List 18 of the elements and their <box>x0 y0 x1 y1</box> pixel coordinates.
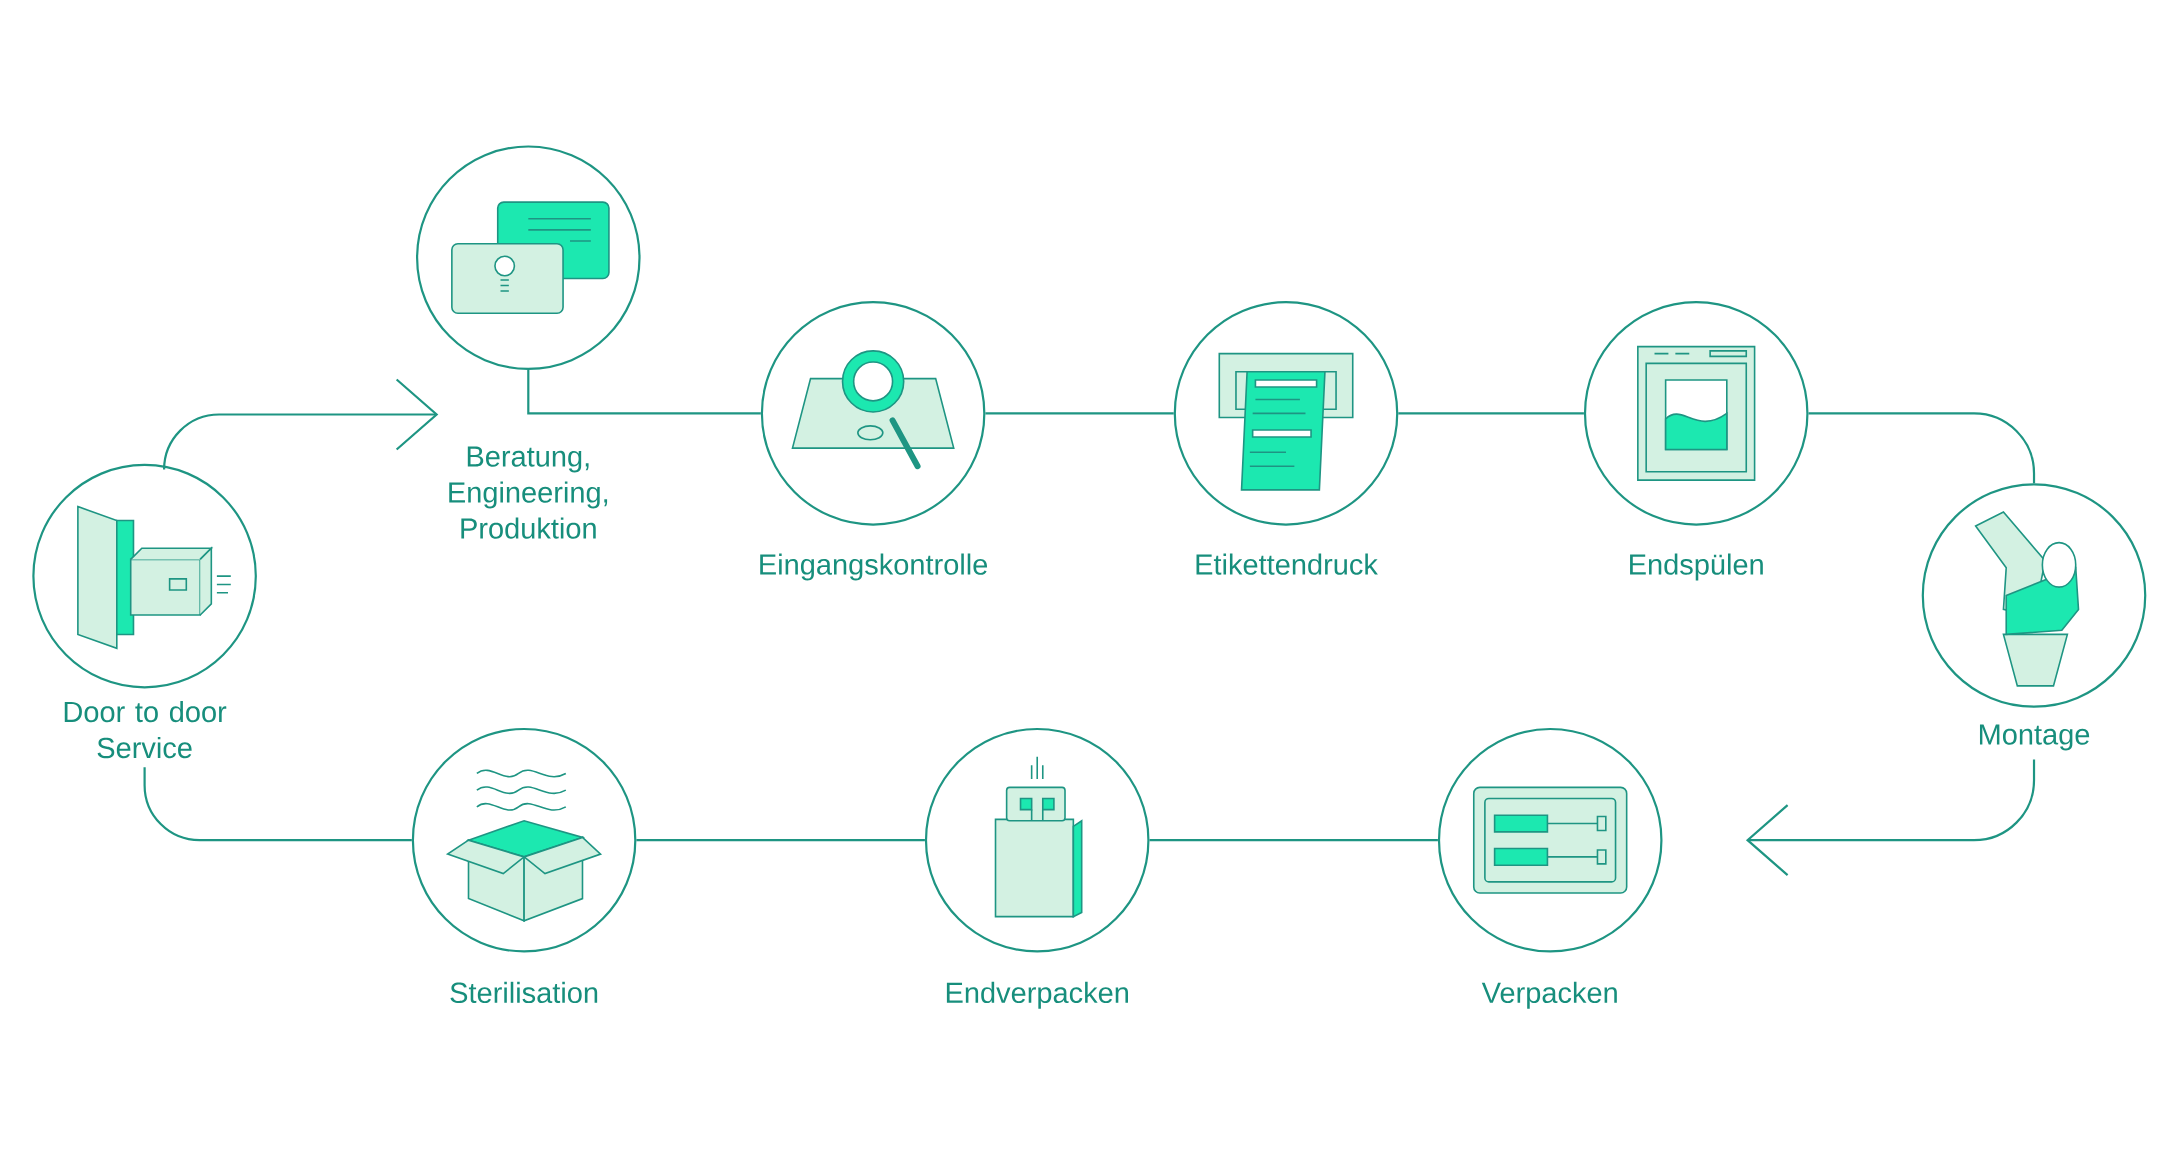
connector-line <box>985 412 1174 415</box>
arrow <box>1745 759 2036 877</box>
connector-line <box>636 839 925 842</box>
step-label: Etikettendruck <box>1196 553 1378 575</box>
step-label: Beratung, Engineering, Produktion <box>449 446 608 539</box>
step-label: Endverpacken <box>946 981 1128 1009</box>
step-label: Door to door Service <box>64 700 227 759</box>
step-label: Eingangskontrolle <box>760 553 988 581</box>
connector-line <box>143 767 412 842</box>
arrow <box>163 378 439 471</box>
step-label: Endspülen <box>1630 553 1763 581</box>
step-label: Sterilisation <box>450 981 598 1004</box>
connector-line <box>527 370 761 415</box>
connector-line <box>1149 839 1438 842</box>
step-label: Verpacken <box>1481 981 1617 1009</box>
connector-line <box>1398 412 1584 415</box>
step-label: Montage <box>1979 724 2090 751</box>
connector-line <box>1808 412 2036 484</box>
